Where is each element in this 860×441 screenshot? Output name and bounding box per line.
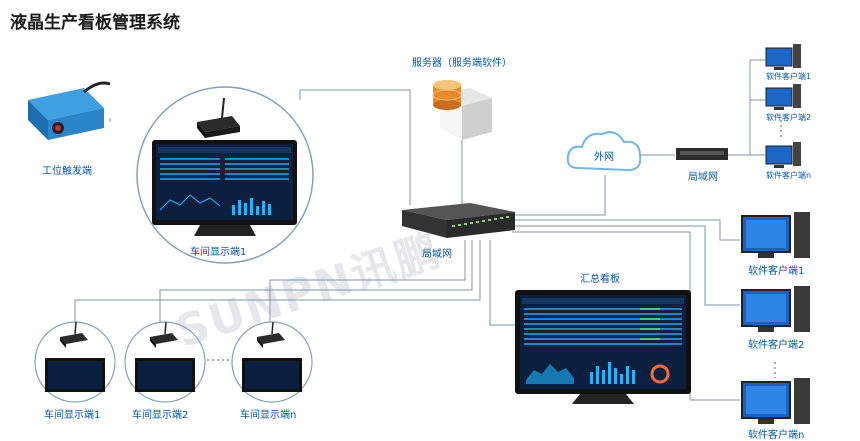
label-lan-right: 局域网 xyxy=(688,172,718,183)
bottom-display-circle-1 xyxy=(34,321,116,403)
label-client-top-2: 软件客户端2 xyxy=(766,113,812,122)
bottom-display-circle-n xyxy=(231,321,313,403)
label-server: 服务器（服务端软件） xyxy=(412,58,512,69)
label-summary-board: 汇总看板 xyxy=(580,274,620,285)
page-title: 液晶生产看板管理系统 xyxy=(10,13,180,33)
label-ws-bottom-n: 车间显示端n xyxy=(240,410,297,421)
label-client-n: 软件客户端n xyxy=(748,430,805,441)
label-lan-center: 局域网 xyxy=(422,249,452,260)
client-pc-n xyxy=(741,378,810,424)
lan-switch-icon xyxy=(676,148,728,160)
cloud-icon xyxy=(566,131,642,172)
label-client-top-n: 软件客户端n xyxy=(766,171,812,180)
bottom-display-circle-2 xyxy=(124,321,206,403)
client-pc-top-1 xyxy=(765,44,801,70)
summary-board-monitor xyxy=(515,290,691,404)
label-trigger: 工位触发端 xyxy=(42,166,92,177)
label-client-2: 软件客户端2 xyxy=(748,340,805,351)
switch-icon xyxy=(402,203,515,238)
workshop-display-circle xyxy=(136,86,314,264)
label-client-1: 软件客户端1 xyxy=(748,266,805,277)
client-pc-top-2 xyxy=(765,84,801,110)
label-ws-bottom-2: 车间显示端2 xyxy=(132,410,189,421)
label-wan: 外网 xyxy=(594,152,614,163)
label-ws-bottom-1: 车间显示端1 xyxy=(44,410,101,421)
label-client-top-1: 软件客户端1 xyxy=(766,72,812,81)
client-pc-top-n xyxy=(765,142,801,168)
client-pc-1 xyxy=(741,212,810,258)
connection-lines xyxy=(74,59,782,401)
sensor-icon xyxy=(28,81,111,140)
label-workshop-display-1: 车间显示端1 xyxy=(190,247,247,258)
client-pc-2 xyxy=(741,286,810,332)
server-icon xyxy=(432,80,492,140)
